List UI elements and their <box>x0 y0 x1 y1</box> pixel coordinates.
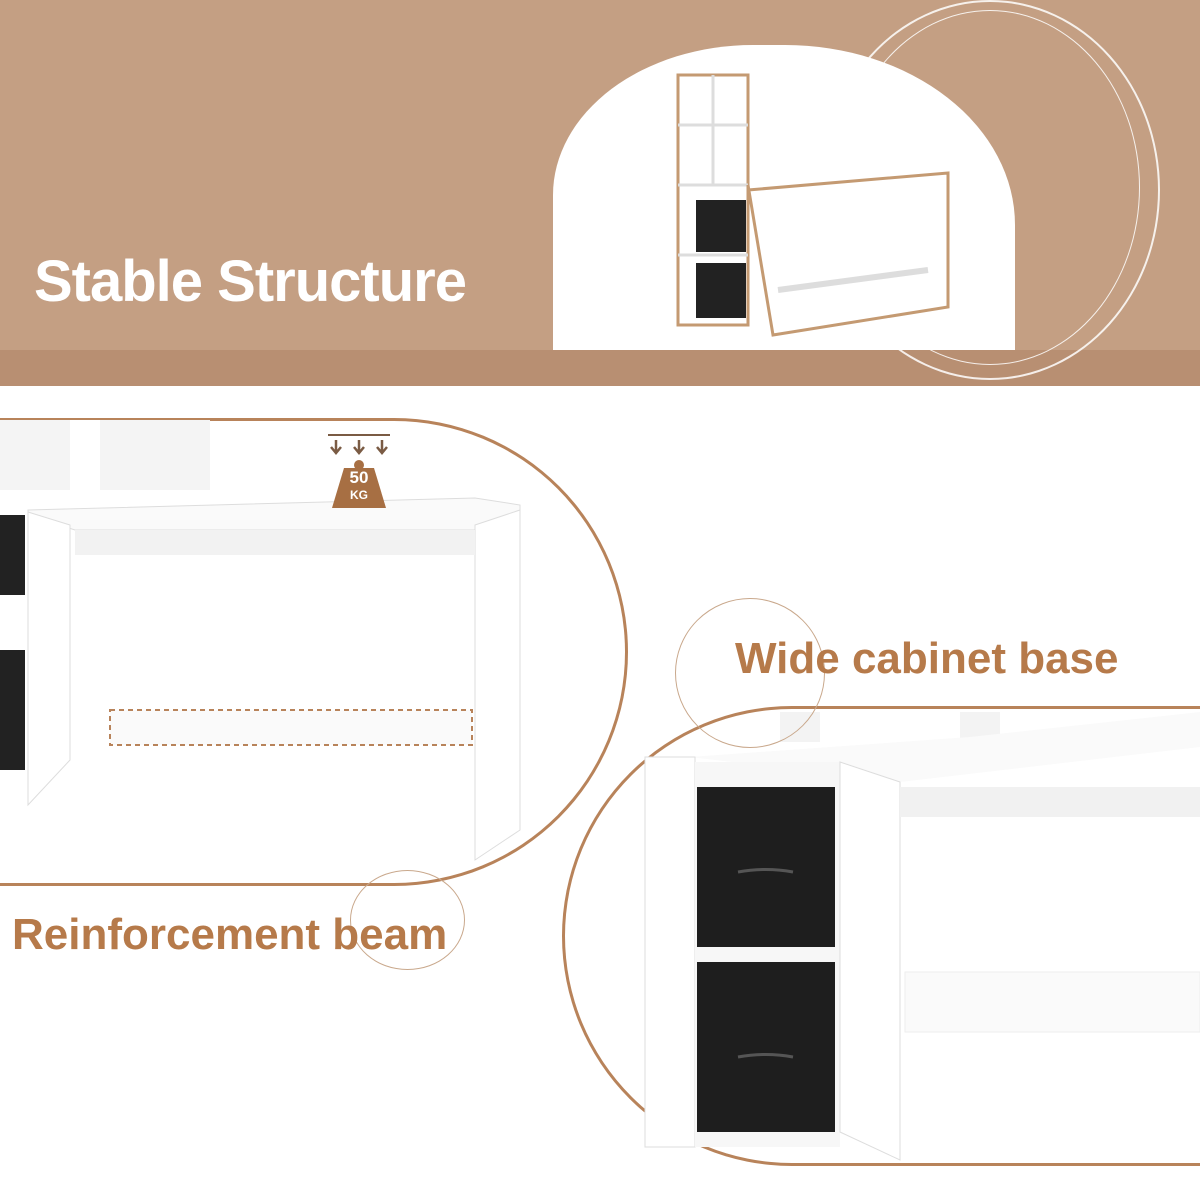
desk-closeup-right <box>644 712 1200 1161</box>
desk-product-photo <box>553 45 1015 350</box>
wide-cabinet-base-label: Wide cabinet base <box>735 634 1119 683</box>
desk-illustration <box>676 73 950 337</box>
weight-unit: KG <box>350 488 368 502</box>
weight-badge: 50 KG <box>326 432 392 512</box>
reinforcement-beam-label: Reinforcement beam <box>12 910 448 959</box>
callout-ring <box>350 870 465 970</box>
weight-value: 50 <box>349 468 369 487</box>
callout-ring <box>675 598 825 748</box>
reinforcement-frame <box>0 418 628 886</box>
cabinet-frame <box>562 706 1200 1166</box>
banner-title: Stable Structure <box>34 249 467 314</box>
desk-closeup-left <box>0 420 521 861</box>
weight-icon <box>328 434 390 508</box>
